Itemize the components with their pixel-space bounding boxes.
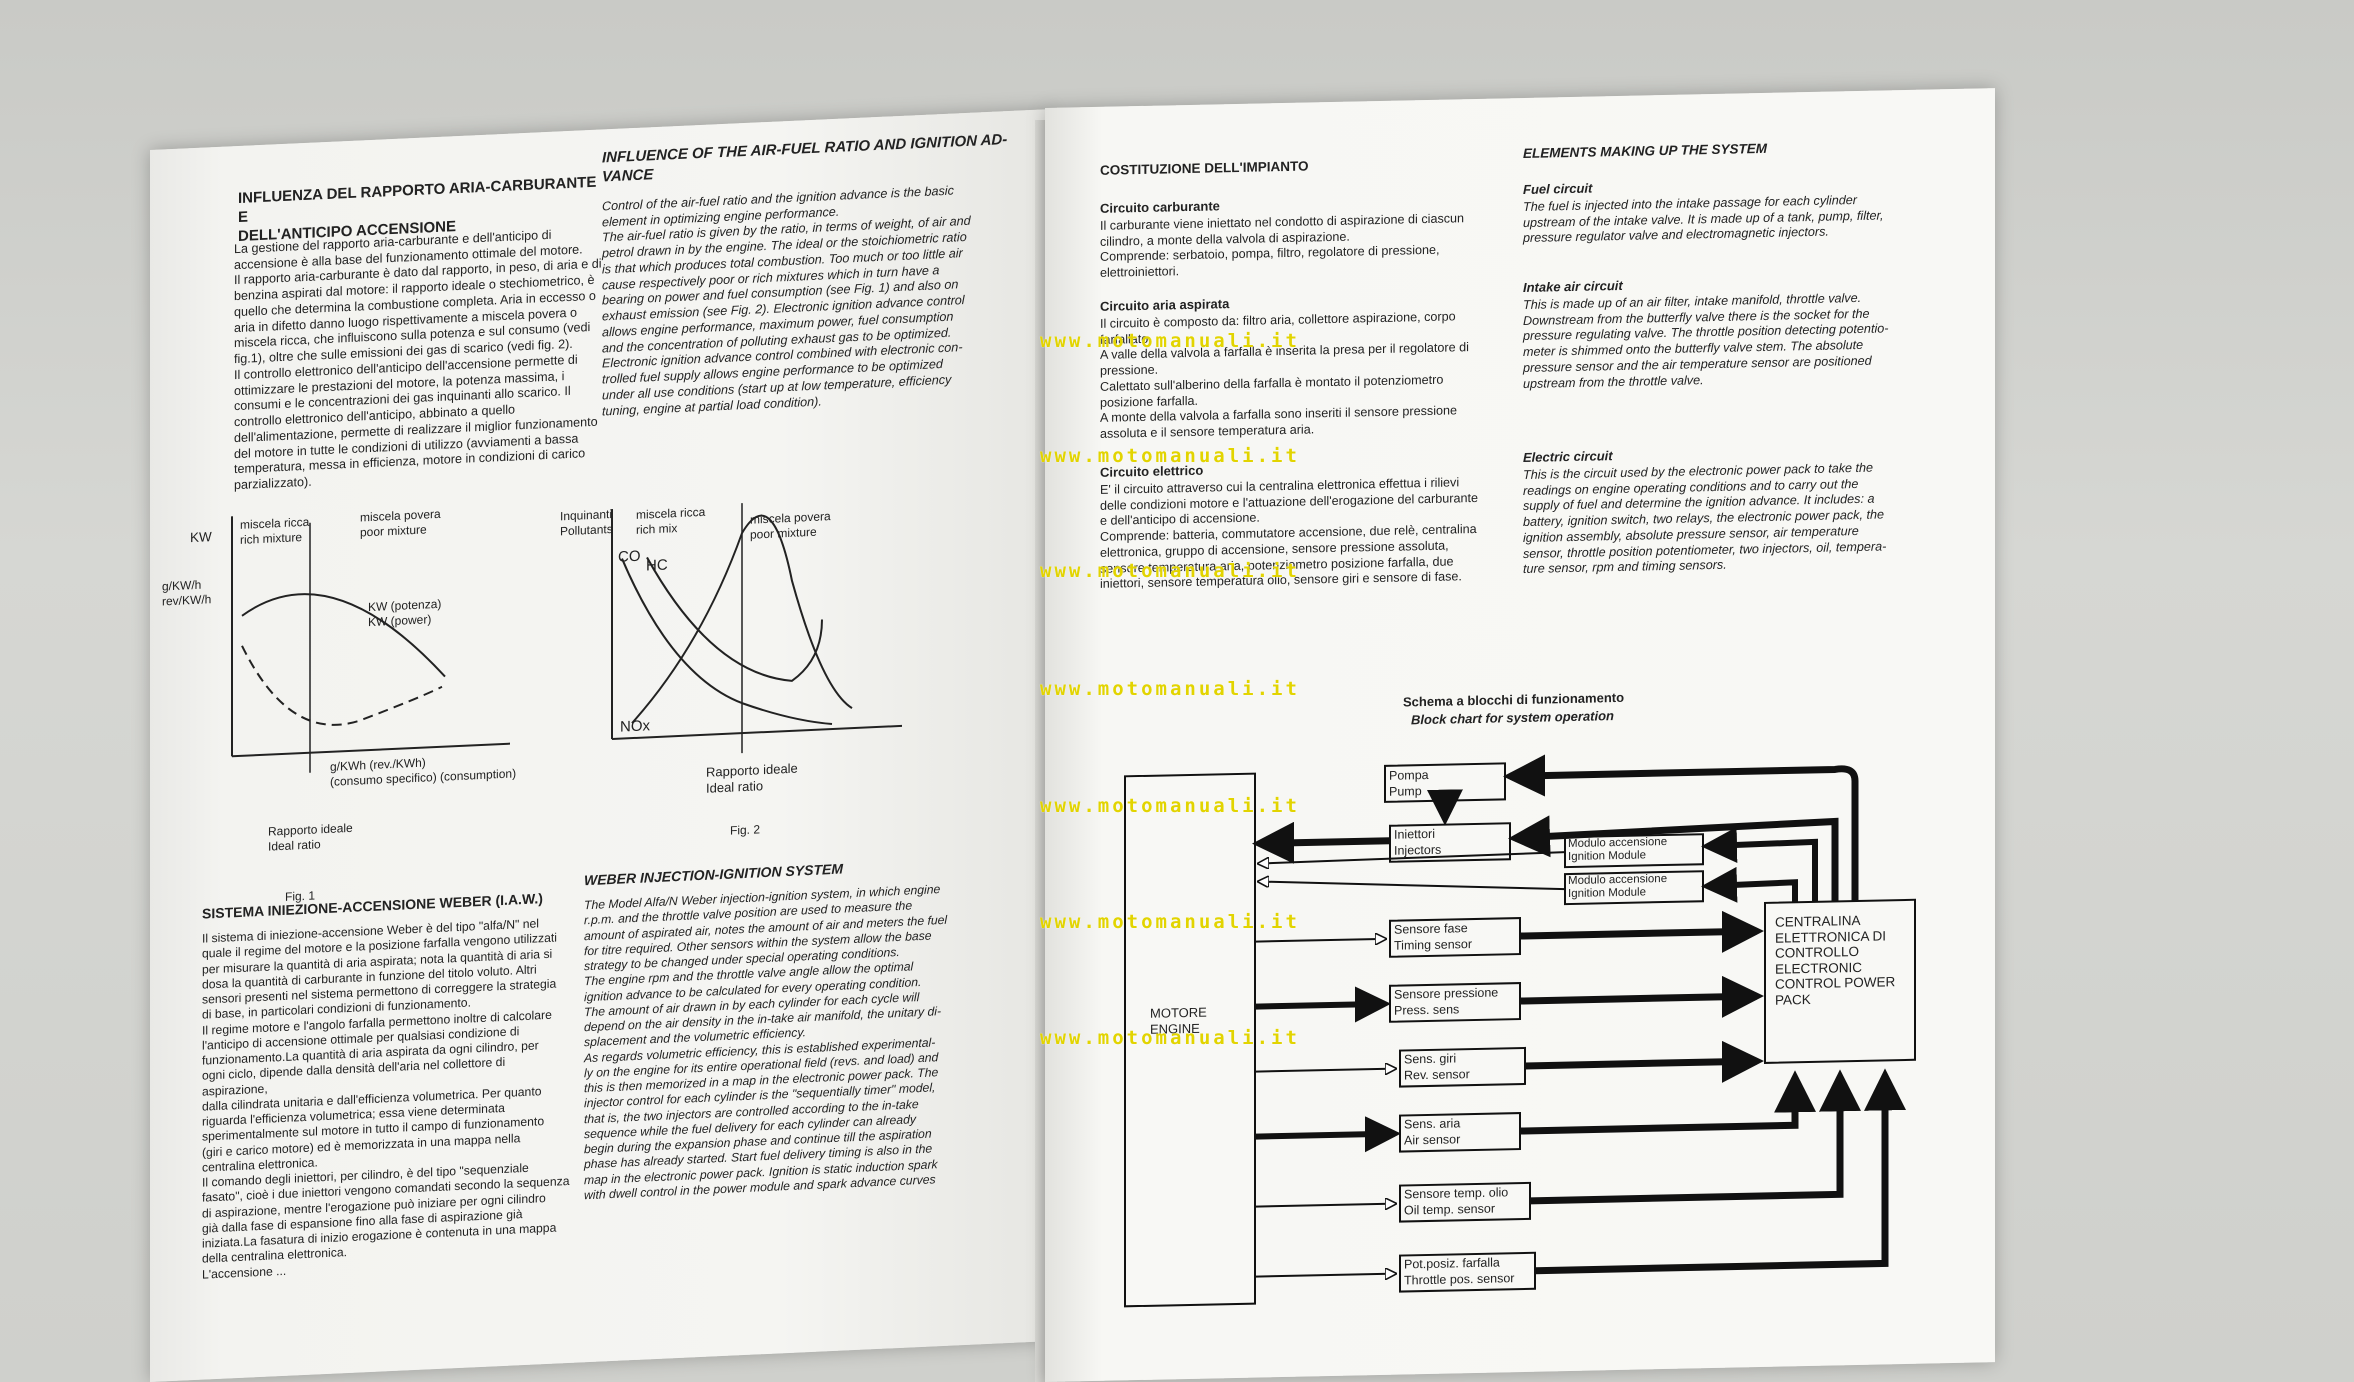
- engine-block: [1124, 772, 1256, 1308]
- fig2-pollutants-label: Inquinanti Pollutants: [560, 507, 613, 539]
- body-air-fuel-it: La gestione del rapporto aria-carburante…: [234, 227, 602, 493]
- fuel-circuit-en-title: Fuel circuit: [1523, 180, 1593, 197]
- fig2-poor-label: miscela povera poor mixture: [750, 509, 831, 542]
- fuel-circuit-it: Il carburante viene iniettato nel condot…: [1100, 211, 1465, 281]
- fig2-co-label: CO: [618, 547, 641, 566]
- fig2-pollutants-chart: [611, 503, 902, 754]
- fig2-ideal-label: Rapporto ideale Ideal ratio: [706, 760, 798, 797]
- fig1-ideal-label: Rapporto ideale Ideal ratio: [268, 820, 353, 854]
- fig2-rich-label: miscela ricca rich mix: [636, 504, 706, 537]
- left-page: INFLUENZA DEL RAPPORTO ARIA-CARBURANTE E…: [150, 109, 1050, 1382]
- ignition-module-1-label: Modulo accensione Ignition Module: [1568, 835, 1668, 863]
- heading-weber-en: WEBER INJECTION-IGNITION SYSTEM: [584, 860, 844, 889]
- throttle-sensor-label: Pot.posiz. farfalla Throttle pos. sensor: [1404, 1255, 1515, 1288]
- pump-label: Pompa Pump: [1389, 767, 1429, 799]
- fig1-power-label: KW (potenza) KW (power): [368, 596, 442, 630]
- watermark-5: www.motomanuali.it: [1040, 795, 1300, 817]
- timing-sensor-label: Sensore fase Timing sensor: [1394, 921, 1473, 953]
- heading-air-fuel-en: INFLUENCE OF THE AIR-FUEL RATIO AND IGNI…: [602, 131, 1008, 186]
- fuel-circuit-it-title: Circuito carburante: [1100, 198, 1220, 216]
- heading-system-en: ELEMENTS MAKING UP THE SYSTEM: [1523, 140, 1768, 161]
- oil-sensor-label: Sensore temp. olio Oil temp. sensor: [1404, 1185, 1509, 1218]
- pressure-sensor-label: Sensore pressione Press. sens: [1394, 985, 1499, 1018]
- fig2-hc-label: HC: [646, 556, 668, 575]
- injectors-label: Iniettori Injectors: [1394, 826, 1442, 858]
- block-diagram: [1124, 754, 1916, 1308]
- fuel-circuit-en: The fuel is injected into the intake pas…: [1523, 192, 1884, 246]
- air-circuit-en: This is made up of an air filter, intake…: [1523, 290, 1889, 391]
- fig2-caption: Fig. 2: [730, 822, 761, 838]
- air-circuit-en-title: Intake air circuit: [1523, 277, 1623, 295]
- fig1-poor-label: miscela povera poor mixture: [360, 506, 441, 540]
- watermark-2: www.motomanuali.it: [1040, 445, 1300, 467]
- body-air-fuel-en: Control of the air-fuel ratio and the ig…: [602, 183, 971, 419]
- fig2-nox-label: NOx: [620, 717, 650, 736]
- heading-system-it: COSTITUZIONE DELL'IMPIANTO: [1100, 158, 1309, 178]
- ignition-module-2-label: Modulo accensione Ignition Module: [1568, 872, 1668, 900]
- air-circuit-it-title: Circuito aria aspirata: [1100, 296, 1230, 314]
- watermark-6: www.motomanuali.it: [1040, 911, 1300, 933]
- body-weber-en: The Model Alfa/N Weber injection-ignitio…: [584, 882, 948, 1203]
- watermark-7: www.motomanuali.it: [1040, 1027, 1300, 1049]
- right-page: COSTITUZIONE DELL'IMPIANTO ELEMENTS MAKI…: [1045, 88, 1995, 1382]
- fig1-kw-label: KW: [190, 529, 212, 546]
- ecu-block: [1764, 898, 1916, 1064]
- block-chart-title-en: Block chart for system operation: [1411, 708, 1614, 728]
- elec-circuit-en: This is the circuit used by the electron…: [1523, 460, 1887, 577]
- watermark-4: www.motomanuali.it: [1040, 678, 1300, 700]
- ecu-label: CENTRALINA ELETTRONICA DI CONTROLLO ELEC…: [1775, 912, 1896, 1008]
- air-sensor-label: Sens. aria Air sensor: [1404, 1116, 1461, 1148]
- body-weber-it: Il sistema di iniezione-accensione Weber…: [202, 916, 570, 1282]
- fig1-rich-label: miscela ricca rich mixture: [240, 514, 310, 547]
- elec-circuit-en-title: Electric circuit: [1523, 448, 1613, 465]
- watermark-1: www.motomanuali.it: [1040, 330, 1300, 352]
- rev-sensor-label: Sens. giri Rev. sensor: [1404, 1051, 1470, 1083]
- watermark-3: www.motomanuali.it: [1040, 560, 1300, 582]
- air-circuit-it: Il circuito è composto da: filtro aria, …: [1100, 309, 1469, 441]
- fig1-power-consumption-chart: [231, 516, 510, 773]
- fig1-gkwh-label: g/KW/h rev/KW/h: [162, 577, 212, 609]
